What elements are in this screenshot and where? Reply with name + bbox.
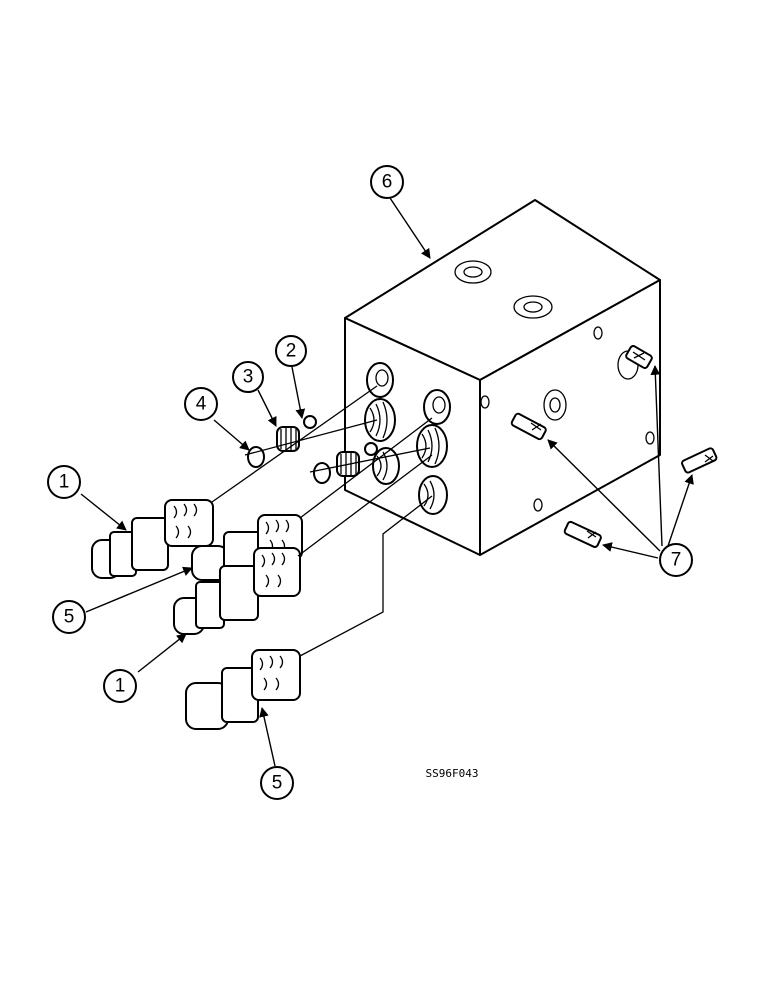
bolt-hole (593, 326, 603, 340)
leader-line (667, 474, 694, 547)
relief-valve-cartridge (91, 499, 214, 579)
leader-line (650, 365, 663, 547)
assembly-line (297, 454, 433, 557)
svg-text:6: 6 (382, 172, 393, 193)
assembly-line (299, 417, 433, 519)
svg-text:1: 1 (59, 472, 70, 493)
front-cavity (366, 362, 394, 398)
svg-text:1: 1 (115, 676, 126, 697)
svg-text:7: 7 (671, 550, 682, 571)
svg-text:3: 3 (243, 367, 254, 388)
leader-line (137, 633, 187, 673)
leader-line (389, 197, 431, 259)
callout-3: 3 (232, 361, 264, 393)
bolt (510, 412, 547, 441)
valve-block (344, 199, 661, 556)
assembly-line (299, 495, 433, 657)
side-port (543, 389, 567, 421)
retaining-ring (313, 462, 331, 484)
callout-2: 2 (275, 335, 307, 367)
reference-code: SS96F043 (426, 767, 479, 780)
spring (276, 426, 300, 452)
check-valve-cartridge (185, 649, 301, 730)
callout-6: 6 (370, 165, 404, 199)
assembly-line (244, 419, 378, 456)
relief-valve-cartridge (173, 547, 301, 635)
assembly-line (211, 385, 378, 503)
top-port (454, 260, 492, 284)
callout-1: 1 (47, 465, 81, 499)
bolt-hole (533, 498, 543, 512)
leader-line (602, 542, 659, 559)
assembly-line (309, 447, 431, 473)
retaining-ring (247, 446, 265, 468)
callout-7: 7 (659, 543, 693, 577)
leader-line (85, 566, 193, 613)
bolt-hole (645, 431, 655, 445)
valve-block-side-face (479, 279, 661, 556)
callout-5: 5 (52, 600, 86, 634)
top-port (513, 295, 553, 319)
svg-text:5: 5 (64, 607, 75, 628)
leader-line (257, 389, 277, 427)
front-cavity (418, 475, 448, 515)
front-cavity (416, 424, 448, 468)
svg-text:4: 4 (196, 394, 207, 415)
front-cavity (364, 398, 396, 442)
bolt-hole (480, 395, 490, 409)
bolt (681, 447, 718, 474)
bolt (625, 345, 653, 369)
svg-text:2: 2 (286, 341, 297, 362)
leader-line (291, 366, 306, 419)
bolt (563, 520, 602, 548)
callout-4: 4 (184, 387, 218, 421)
leader-line (80, 493, 127, 531)
leader-line (259, 707, 276, 767)
callout-5: 5 (260, 766, 294, 800)
check-ball (303, 415, 317, 429)
callout-1: 1 (103, 669, 137, 703)
leader-line (213, 419, 250, 451)
svg-text:5: 5 (272, 773, 283, 794)
check-ball (364, 442, 378, 456)
front-cavity (423, 389, 451, 425)
leader-line (547, 439, 661, 552)
